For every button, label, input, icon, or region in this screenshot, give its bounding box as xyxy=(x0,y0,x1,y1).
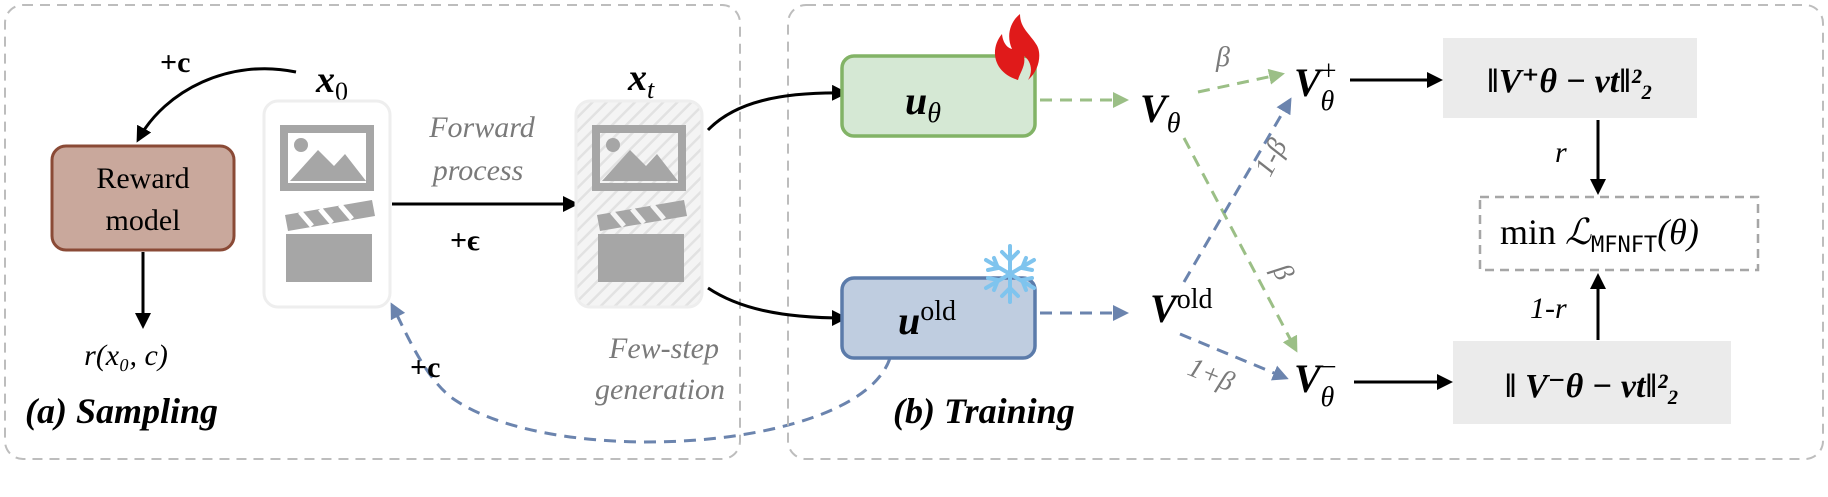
reward-model-box: Reward model xyxy=(50,144,236,252)
vtheta-to-vplus-arrow xyxy=(1197,68,1285,94)
v-minus-label: V−θ xyxy=(1294,352,1336,413)
fewstep-label-line1: Few-step xyxy=(608,332,719,365)
one-minus-r-label: 1-r xyxy=(1530,292,1567,325)
objective-sub: MFNFT xyxy=(1591,233,1657,258)
v-theta-label: Vθ xyxy=(1140,86,1181,139)
reward-model-label-line1: Reward xyxy=(96,162,189,195)
v-old-main: V xyxy=(1150,286,1180,331)
plus-c-bottom-label: +c xyxy=(410,351,440,384)
u-old-box: uold xyxy=(840,276,1037,360)
training-panel xyxy=(787,4,1824,460)
image-icon xyxy=(280,125,374,191)
forward-label-line1: Forward xyxy=(428,111,536,144)
fire-icon xyxy=(994,14,1040,80)
u-theta-box: uθ xyxy=(840,54,1037,138)
x0-sub: 0 xyxy=(335,77,348,106)
training-caption: (b) Training xyxy=(893,391,1075,431)
v-plus-main: V xyxy=(1294,60,1324,105)
clapperboard-icon xyxy=(285,200,375,282)
sampling-caption: (a) Sampling xyxy=(25,391,218,431)
objective-arg: (θ) xyxy=(1657,212,1699,252)
v-theta-sub: θ xyxy=(1167,108,1181,139)
u-theta-label: uθ xyxy=(905,78,941,129)
xt-to-utheta-arrow xyxy=(706,84,848,132)
beta-top-label: β xyxy=(1215,42,1230,73)
objective-prefix: min xyxy=(1500,212,1565,252)
objective-text: min ℒMFNFT(θ) xyxy=(1500,212,1699,258)
objective-box: min ℒMFNFT(θ) xyxy=(1478,195,1760,272)
r-weight-label: r xyxy=(1555,136,1567,169)
loss-top-box: ‖V⁺θ − vt‖²₂ xyxy=(1443,38,1697,118)
noisy-clapperboard-icon xyxy=(597,200,687,282)
x0-label: x0 xyxy=(315,59,348,106)
training-caption-name: Training xyxy=(944,391,1075,431)
feedback-dashed-arrow xyxy=(390,302,892,444)
v-plus-sub: θ xyxy=(1320,86,1334,117)
loss-bottom-text: ‖ V⁻θ − vt‖²₂ xyxy=(1505,368,1679,405)
sampling-caption-name: Sampling xyxy=(76,391,218,431)
u-old-label: uold xyxy=(898,296,956,343)
v-theta-main: V xyxy=(1140,86,1170,131)
v-minus-main: V xyxy=(1294,356,1324,401)
v-minus-sup: − xyxy=(1321,352,1337,383)
xt-sub: t xyxy=(647,75,655,104)
beta-mid-label: β xyxy=(1265,258,1299,286)
vold-to-vplus-arrow xyxy=(1182,97,1292,283)
v-old-sup: old xyxy=(1177,284,1213,315)
v-minus-sub: θ xyxy=(1320,382,1334,413)
x0-media-card xyxy=(262,99,392,309)
loss-top-text: ‖V⁺θ − vt‖²₂ xyxy=(1487,63,1653,100)
fewstep-label-line2: generation xyxy=(595,373,725,406)
u-theta-sub: θ xyxy=(927,98,941,129)
v-plus-sup: + xyxy=(1321,56,1337,87)
objective-L: ℒ xyxy=(1565,212,1592,252)
u-theta-main: u xyxy=(905,78,927,123)
plus-c-top-label: +c xyxy=(160,46,190,79)
xt-to-uold-arrow xyxy=(707,286,848,326)
xt-label: xt xyxy=(627,57,655,104)
forward-label-line2: process xyxy=(431,154,524,187)
one-plus-beta-label: 1+β xyxy=(1183,352,1238,398)
u-old-sup: old xyxy=(920,296,956,327)
x0-main: x xyxy=(315,59,335,101)
loss-bottom-box: ‖ V⁻θ − vt‖²₂ xyxy=(1453,341,1731,424)
u-old-main: u xyxy=(898,298,920,343)
v-old-label: Vold xyxy=(1150,284,1212,331)
v-plus-label: V+θ xyxy=(1294,56,1336,117)
x0-to-reward-arrow xyxy=(136,67,297,143)
snowflake-icon xyxy=(984,244,1036,304)
noisy-image-icon xyxy=(592,125,686,191)
training-caption-b: (b) xyxy=(893,391,935,431)
reward-output-label: r(x₀, c) xyxy=(84,339,168,372)
sampling-panel xyxy=(4,4,741,460)
xt-main: x xyxy=(627,57,647,99)
reward-model-label-line2: model xyxy=(106,204,181,237)
sampling-caption-a: (a) xyxy=(25,391,67,431)
plus-epsilon-label: +ϵ xyxy=(450,224,480,257)
xt-media-card xyxy=(574,99,704,309)
one-minus-beta-label: 1-β xyxy=(1249,134,1294,182)
